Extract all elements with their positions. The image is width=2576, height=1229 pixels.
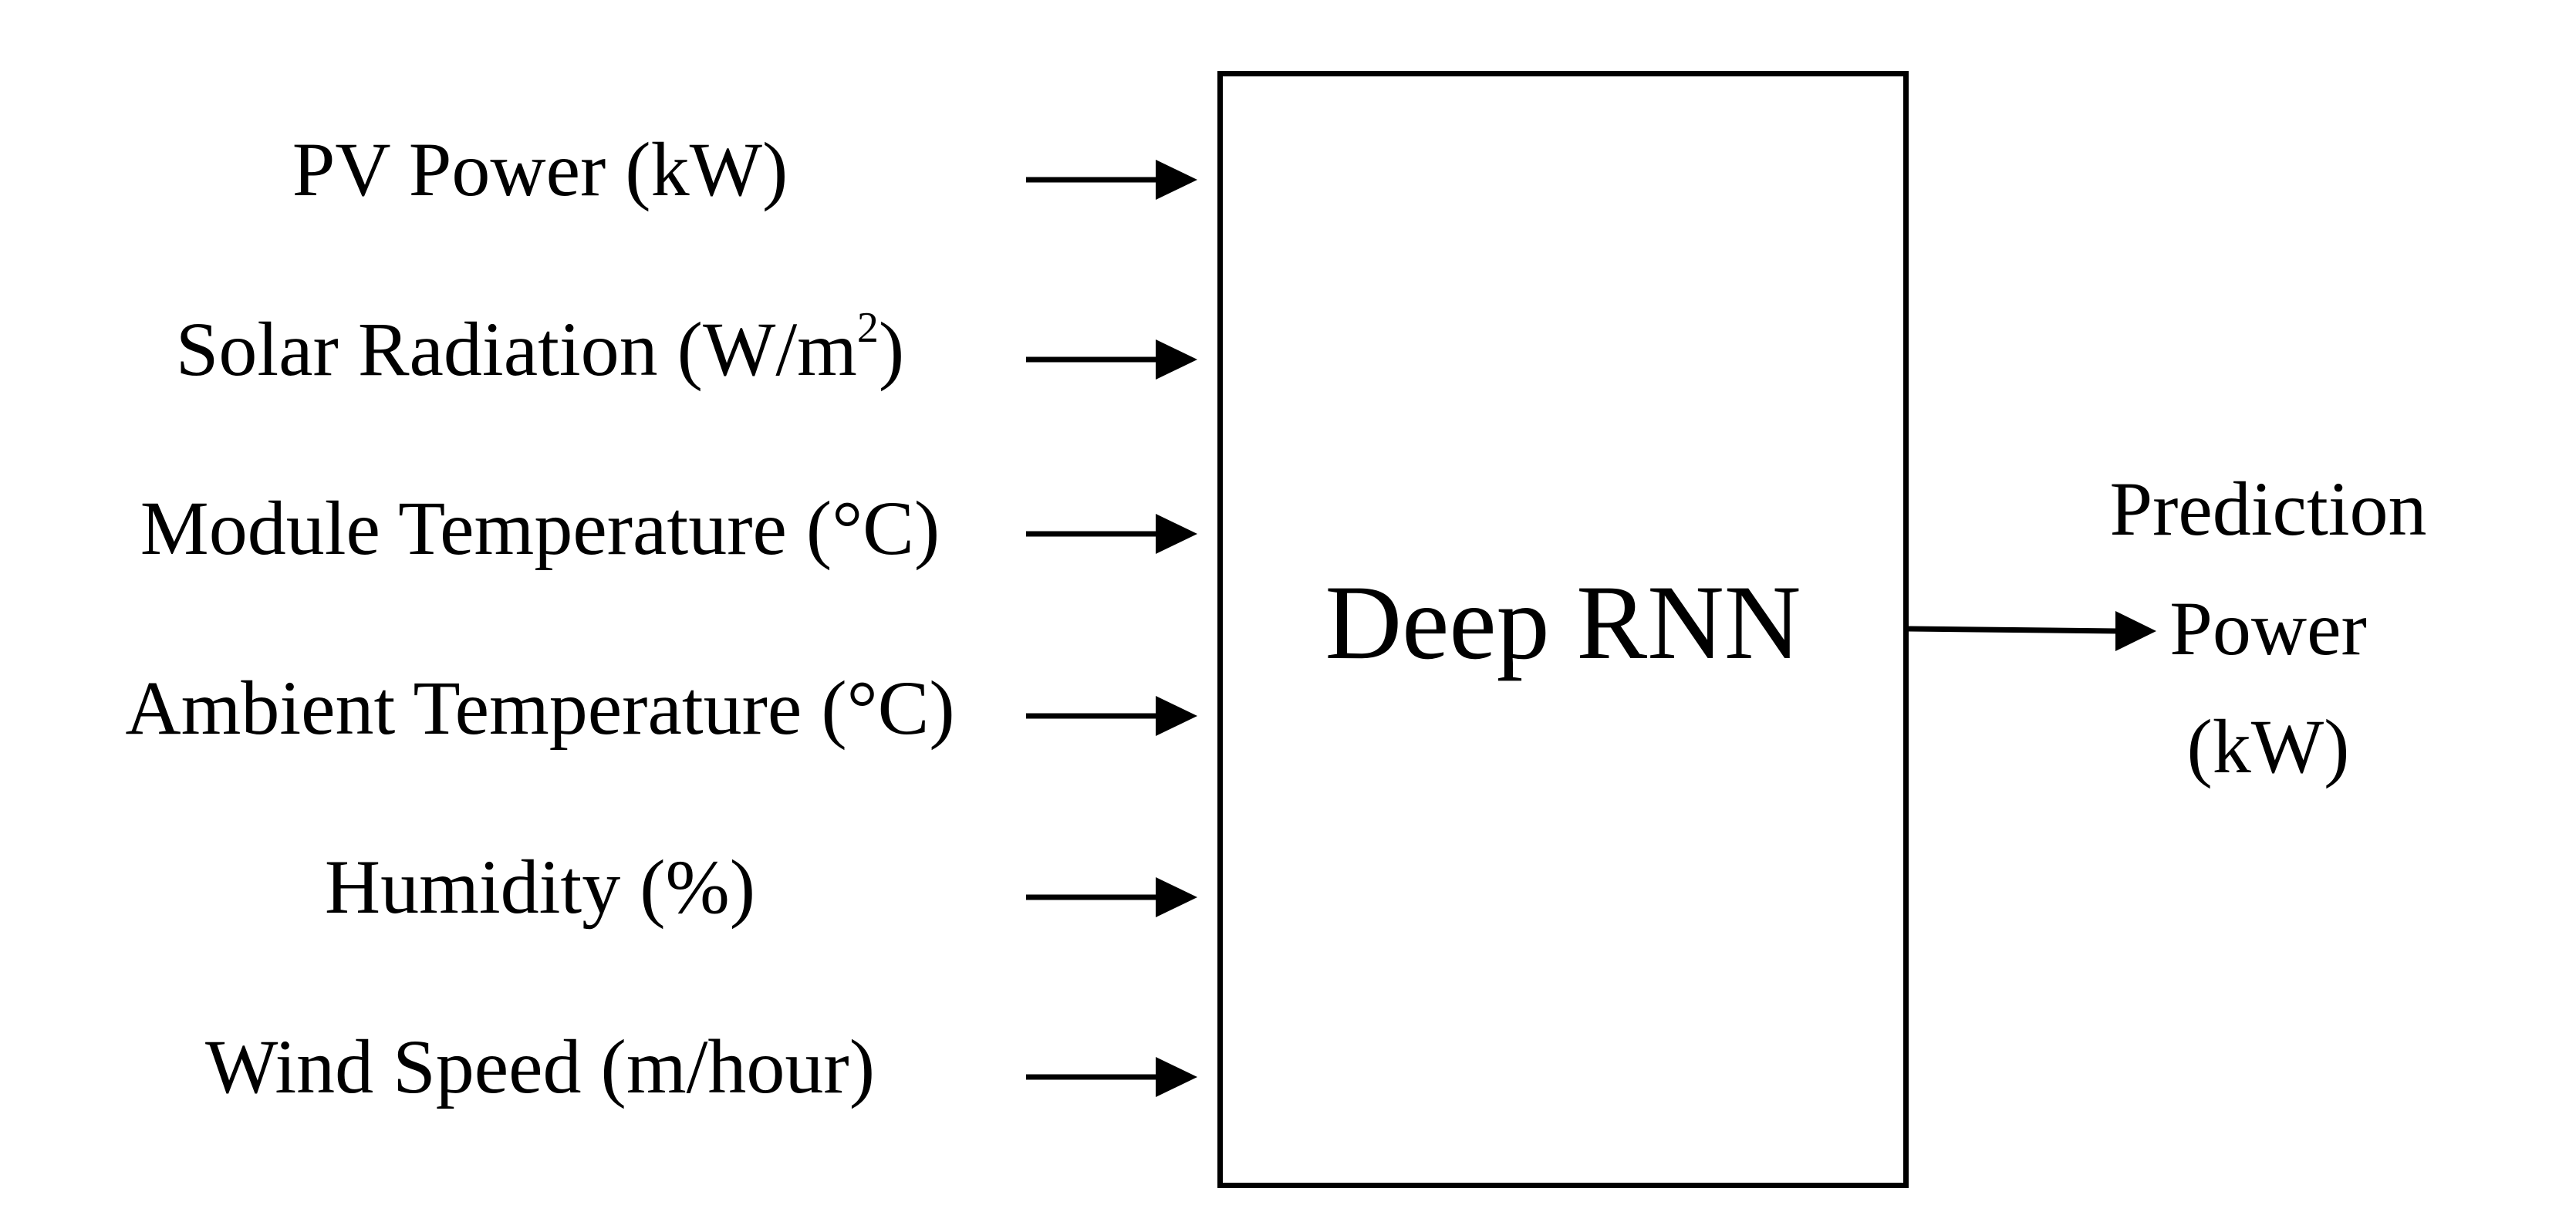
- output-label-line-1: Prediction: [2109, 466, 2427, 552]
- input-label-wind-speed: Wind Speed (m/hour): [204, 1024, 876, 1109]
- input-label-ambient-temperature: Ambient Temperature (°C): [125, 665, 955, 751]
- deep-rnn-label: Deep RNN: [1325, 563, 1801, 681]
- input-arrow-pv-power: [1026, 160, 1197, 200]
- output-label-line-3: (kW): [2186, 704, 2350, 789]
- deep-rnn-block: [1217, 71, 1909, 1188]
- input-arrow-wind-speed: [1026, 1057, 1197, 1097]
- output-label-line-2: Power: [2169, 586, 2367, 671]
- input-arrow-ambient-temperature: [1026, 696, 1197, 736]
- input-arrow-solar-radiation: [1026, 339, 1197, 380]
- input-arrow-humidity: [1026, 877, 1197, 917]
- input-arrow-module-temperature: [1026, 514, 1197, 554]
- input-label-module-temperature: Module Temperature (°C): [140, 485, 940, 571]
- input-label-solar-radiation: Solar Radiation (W/m2): [175, 304, 905, 392]
- input-label-humidity: Humidity (%): [324, 844, 756, 930]
- output-arrow: [1908, 611, 2156, 651]
- input-label-pv-power: PV Power (kW): [292, 127, 788, 212]
